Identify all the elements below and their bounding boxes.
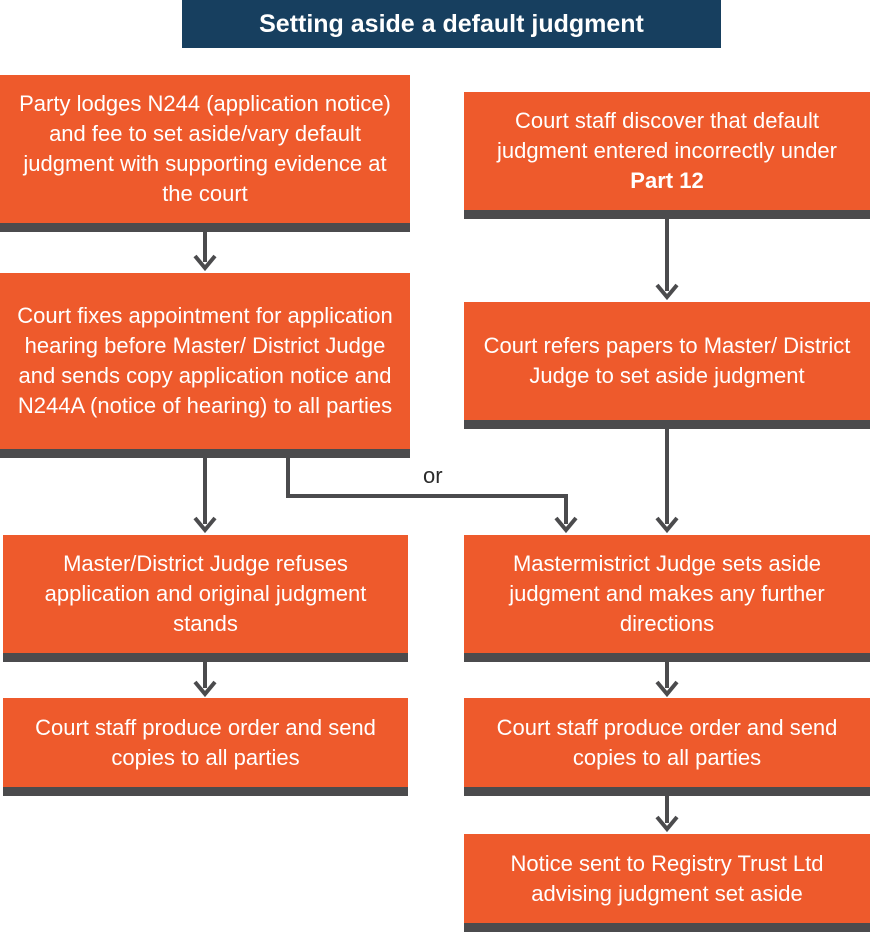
part-12-bold: Part 12: [630, 168, 704, 193]
box-text: Party lodges N244 (application notice) a…: [19, 91, 391, 206]
box-produce-order-left: Court staff produce order and send copie…: [3, 698, 408, 796]
or-label: or: [423, 463, 443, 488]
box-text: Court staff discover that default judgme…: [478, 106, 856, 196]
box-staff-discover-incorrect: Court staff discover that default judgme…: [464, 92, 870, 219]
box-judge-sets-aside: Mastermistrict Judge sets aside judgment…: [464, 535, 870, 662]
arrowhead-fixes: [193, 254, 217, 272]
box-court-refers-papers: Court refers papers to Master/ District …: [464, 302, 870, 429]
box-court-fixes-appointment: Court fixes appointment for application …: [0, 273, 410, 458]
box-party-lodges-n244: Party lodges N244 (application notice) a…: [0, 75, 410, 232]
arrowhead-notice: [655, 815, 679, 833]
arrowhead-setsaside: [655, 516, 679, 534]
box-text: Court refers papers to Master/ District …: [483, 333, 851, 388]
box-text: Notice sent to Registry Trust Ltd advisi…: [510, 850, 824, 906]
box-produce-order-right: Court staff produce order and send copie…: [464, 698, 870, 796]
diagram-title: Setting aside a default judgment: [182, 0, 721, 48]
box-text: Court staff produce order and send copie…: [35, 714, 376, 770]
box-text-main: Court staff discover that default judgme…: [497, 108, 837, 163]
arrowhead-produce-left: [193, 680, 217, 698]
box-text: Mastermistrict Judge sets aside judgment…: [509, 551, 825, 636]
arrowhead-refuses: [193, 516, 217, 534]
arrowhead-or: [554, 516, 578, 534]
box-text: Master/District Judge refuses applicatio…: [44, 551, 367, 636]
box-text: Court staff produce order and send copie…: [496, 714, 838, 770]
arrowhead-refers: [655, 283, 679, 301]
arrowhead-produce-right: [655, 680, 679, 698]
box-text: Court fixes appointment for application …: [17, 303, 393, 418]
arrow-or-connector: [286, 458, 568, 524]
box-judge-refuses: Master/District Judge refuses applicatio…: [3, 535, 408, 662]
box-notice-registry-trust: Notice sent to Registry Trust Ltd advisi…: [464, 834, 870, 932]
